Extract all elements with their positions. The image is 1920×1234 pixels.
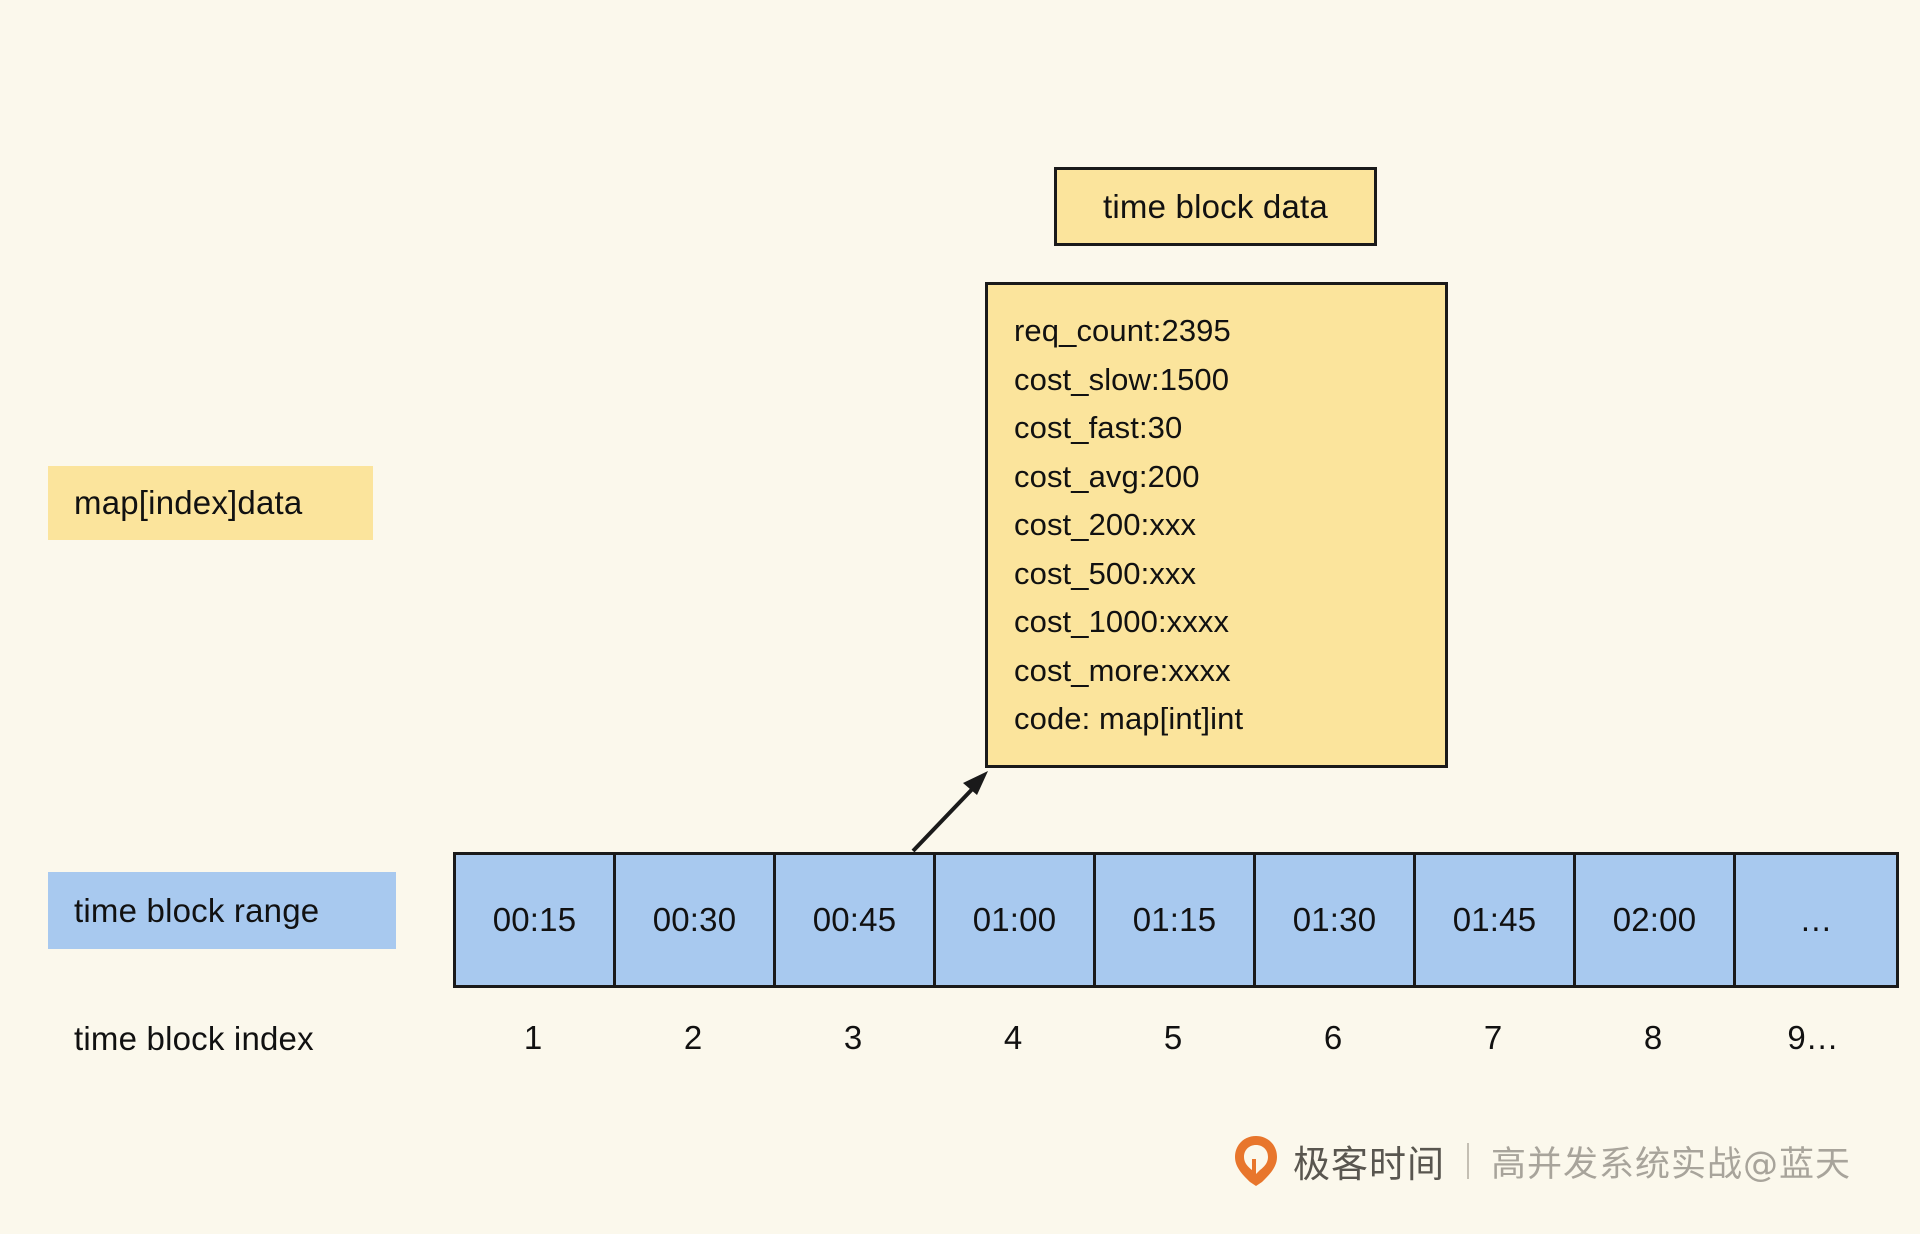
time-block-cell[interactable]: 02:00 [1576,855,1736,985]
data-field-cost-1000: cost_1000:xxxx [1014,604,1230,639]
data-field-cost-slow: cost_slow:1500 [1014,361,1230,397]
time-block-index-value: 8 [1643,1019,1663,1056]
data-field-cost-avg: cost_avg:200 [1014,458,1200,494]
data-field-cost-fast: cost_fast:30 [1014,410,1183,445]
time-block-cell-ellipsis[interactable]: … [1736,855,1896,985]
data-field-code: code: map[int]int [1014,701,1244,736]
time-block-data-caption: time block data [1054,167,1377,246]
time-block-cell[interactable]: 01:30 [1256,855,1416,985]
data-field-cost-500: cost_500:xxx [1014,555,1197,591]
label-time-block-index: time block index [74,1020,314,1057]
time-block-data-box: req_count:2395 cost_slow:1500 cost_fast:… [985,282,1448,768]
time-block-cell[interactable]: 01:15 [1096,855,1256,985]
time-block-index-value: 4 [1003,1019,1023,1056]
time-block-index-value: 6 [1323,1019,1343,1056]
data-field-cost-200: cost_200:xxx [1014,507,1197,542]
data-field-cost-more: cost_more:xxxx [1014,652,1231,688]
time-block-range-row: 00:15 00:30 00:45 01:00 01:15 01:30 01:4… [453,852,1899,988]
label-map-index-data: map[index]data [48,466,373,540]
pointer-arrow-icon [911,771,988,853]
time-block-cell[interactable]: 01:45 [1416,855,1576,985]
time-block-index-value: 7 [1483,1019,1503,1056]
geekbang-logo-icon [1235,1136,1277,1186]
watermark-divider [1467,1143,1469,1179]
time-block-cell[interactable]: 01:00 [936,855,1096,985]
time-block-index-value-ellipsis: 9… [1787,1019,1839,1056]
time-block-index-value: 5 [1163,1019,1183,1056]
watermark-subtitle: 高并发系统实战@蓝天 [1491,1144,1852,1185]
time-block-index-value: 3 [843,1019,863,1056]
watermark: 极客时间 高并发系统实战@蓝天 [1233,1133,1851,1189]
time-block-cell[interactable]: 00:15 [456,855,616,985]
time-block-index-value: 1 [523,1019,543,1056]
label-time-block-range: time block range [48,872,396,949]
time-block-cell[interactable]: 00:45 [776,855,936,985]
time-block-index-row: 1 2 3 4 5 6 7 8 9… [453,1008,1893,1068]
time-block-cell[interactable]: 00:30 [616,855,776,985]
time-block-index-value: 2 [683,1019,703,1056]
data-field-req-count: req_count:2395 [1014,313,1231,348]
watermark-brand: 极客时间 [1293,1143,1445,1186]
